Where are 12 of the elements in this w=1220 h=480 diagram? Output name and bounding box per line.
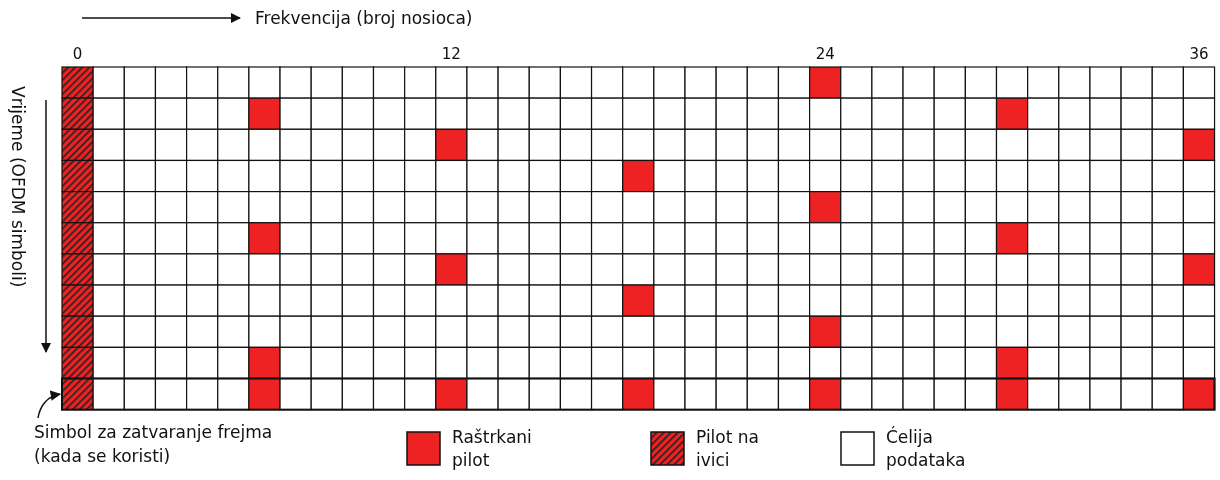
frame-closing-row xyxy=(61,377,1216,411)
tick-label: 12 xyxy=(440,44,462,64)
legend-label: Raštrkani pilot xyxy=(452,426,533,472)
tick-label: 36 xyxy=(1188,44,1210,64)
tick-label: 0 xyxy=(71,44,84,64)
axis-label: Frekvencija (broj nosioca) xyxy=(255,8,473,28)
axis-label: Vrijeme (OFDM simboli) xyxy=(8,86,28,288)
tick-label: 24 xyxy=(814,44,836,64)
leader-line xyxy=(37,391,62,419)
legend-label: Pilot na ivici xyxy=(696,426,760,472)
callout-text: Simbol za zatvaranje frejma (kada se koristi) xyxy=(34,420,304,468)
legend-label: Ćelija podataka xyxy=(886,426,967,472)
